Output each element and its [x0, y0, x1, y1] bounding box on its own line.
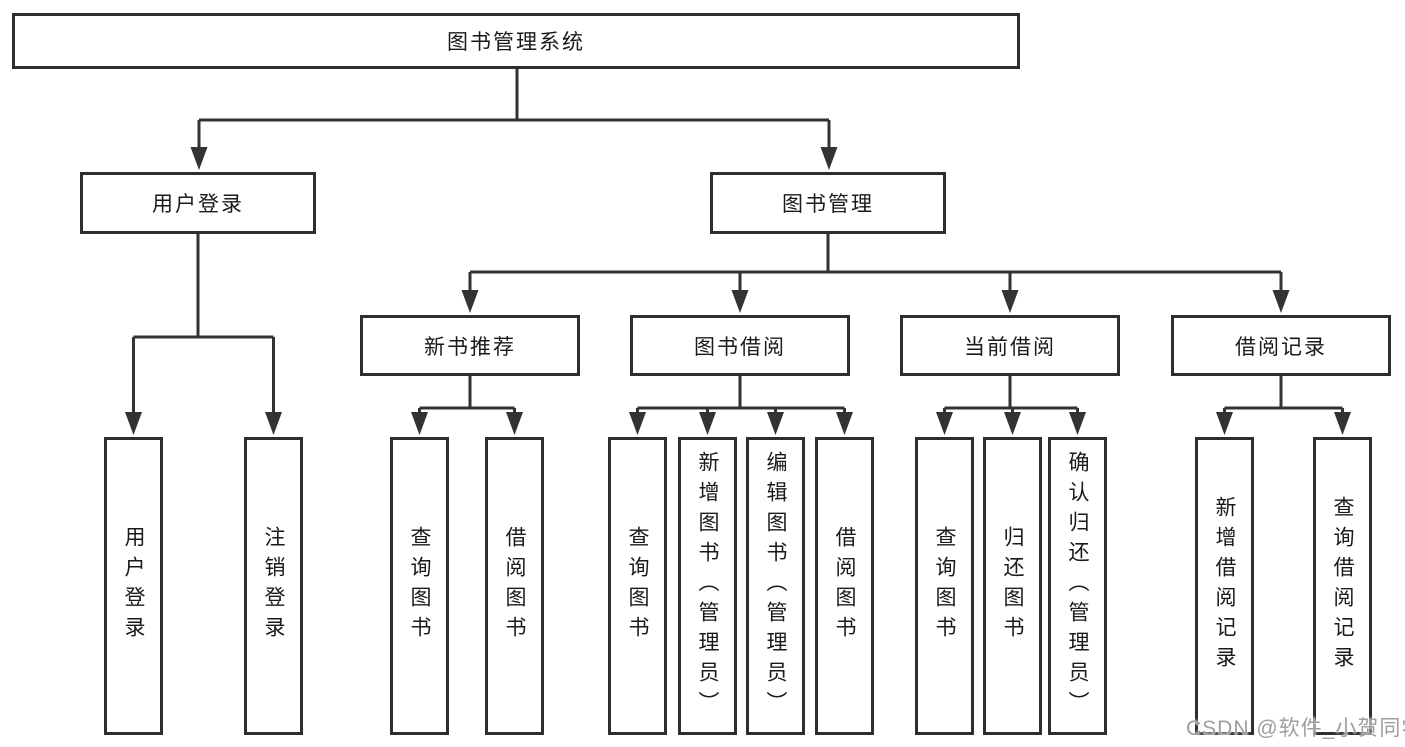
leaf-borrow-borrow-books: 借阅图书	[815, 437, 874, 735]
leaf-user-login: 用户登录	[104, 437, 163, 735]
leaf-borrow-add-books-admin: 新增图书（管理员）	[678, 437, 737, 735]
leaf-current-confirm-return-admin: 确认归还（管理员）	[1048, 437, 1107, 735]
leaf-records-query-record: 查询借阅记录	[1313, 437, 1372, 735]
leaf-current-query-books: 查询图书	[915, 437, 974, 735]
node-book-borrowing: 图书借阅	[630, 315, 850, 376]
node-book-management: 图书管理	[710, 172, 946, 234]
node-current-borrowing: 当前借阅	[900, 315, 1120, 376]
leaf-current-return-books: 归还图书	[983, 437, 1042, 735]
watermark-text: CSDN @软件_小贺同学	[1186, 717, 1405, 740]
leaf-logout: 注销登录	[244, 437, 303, 735]
node-borrowing-records: 借阅记录	[1171, 315, 1391, 376]
node-new-book-recommend: 新书推荐	[360, 315, 580, 376]
node-root: 图书管理系统	[12, 13, 1020, 69]
leaf-borrow-query-books: 查询图书	[608, 437, 667, 735]
leaf-recommend-borrow-books: 借阅图书	[485, 437, 544, 735]
leaf-recommend-query-books: 查询图书	[390, 437, 449, 735]
leaf-records-add-record: 新增借阅记录	[1195, 437, 1254, 735]
leaf-borrow-edit-books-admin: 编辑图书（管理员）	[746, 437, 805, 735]
node-user-login: 用户登录	[80, 172, 316, 234]
